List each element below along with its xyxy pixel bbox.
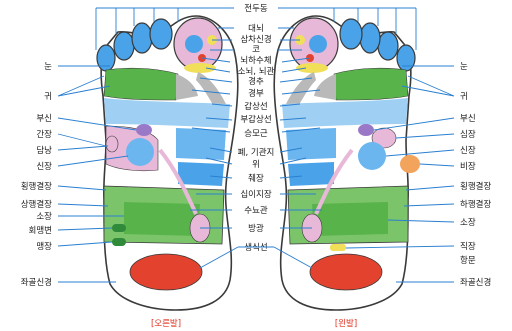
label-gallbladder: 담낭 — [36, 145, 52, 156]
label-stomach: 위 — [252, 160, 260, 170]
label-cerebellum-brainstem: 소뇌, 뇌관 — [238, 66, 275, 77]
label-trapezius: 승모근 — [244, 129, 268, 139]
left-rectum-zone — [330, 244, 346, 251]
label-sciatic-nerve-right-foot: 좌골신경 — [21, 277, 52, 288]
right-third-toe — [132, 23, 152, 53]
label-spleen: 비장 — [460, 161, 476, 172]
left-side-labels: 눈 귀 부신 간장 담낭 신장 횡행결장 상행결장 소장 회맹변 맹장 좌골신경 — [21, 62, 52, 288]
left-pancreas-zone — [288, 162, 334, 186]
right-cecum-zone — [112, 238, 126, 246]
left-eye-ear-zone — [334, 68, 408, 100]
label-trigeminal-nerve: 삼차신경 — [240, 34, 271, 45]
label-transverse-colon-right-foot: 횡행결장 — [21, 181, 52, 192]
label-ear-right-foot: 귀 — [44, 91, 52, 102]
label-gonads: 생식선 — [244, 242, 267, 253]
caption-left-foot: [왼발] — [335, 318, 357, 329]
caption-right-foot: [오른발] — [151, 318, 181, 329]
label-ear-left-foot: 귀 — [460, 91, 468, 102]
label-kidney-left-foot: 신장 — [460, 145, 476, 156]
right-side-labels: 눈 귀 부신 심장 신장 비장 횡행결장 하행결장 소장 직장 항문 좌골신경 — [460, 62, 491, 288]
label-transverse-colon-left-foot: 횡행결장 — [460, 181, 491, 192]
left-second-toe — [340, 19, 362, 49]
label-anus: 항문 — [460, 256, 476, 266]
label-duodenum: 십이지장 — [240, 189, 271, 200]
left-small-intestine-zone — [312, 202, 388, 236]
label-kidney-right-foot: 신장 — [36, 161, 52, 172]
right-adrenal-zone — [136, 124, 152, 136]
label-nose: 코 — [252, 45, 260, 55]
right-brain-zone — [185, 35, 203, 53]
label-ascending-colon: 상행결장 — [21, 199, 52, 210]
label-cecum: 맹장 — [36, 241, 52, 252]
left-stomach-zone — [286, 128, 336, 160]
label-pancreas: 췌장 — [248, 173, 264, 184]
label-frontal-sinus: 전두동 — [244, 3, 268, 14]
left-spleen-zone — [400, 155, 420, 173]
label-eye-left-foot: 눈 — [460, 62, 468, 72]
right-small-intestine-zone — [124, 202, 200, 236]
right-eye-ear-zone — [104, 68, 178, 100]
right-ileocecal-zone — [112, 224, 126, 232]
label-heart: 심장 — [460, 129, 476, 140]
right-little-toe — [97, 45, 115, 71]
label-descending-colon: 하행결장 — [460, 199, 491, 210]
label-ileocecal-valve: 회맹변 — [29, 225, 52, 236]
label-pituitary: 뇌하수체 — [240, 55, 271, 66]
right-gonad-zone — [130, 254, 202, 290]
label-thyroid: 갑상선 — [244, 101, 267, 112]
label-bladder: 방광 — [248, 223, 264, 234]
label-liver: 간장 — [36, 129, 52, 140]
label-sciatic-nerve-left-foot: 좌골신경 — [460, 277, 491, 288]
label-small-intestine-right-foot: 소장 — [36, 211, 52, 222]
label-adrenal-right-foot: 부신 — [36, 114, 52, 124]
right-stomach-zone — [176, 128, 226, 160]
left-cerebellum-zone — [296, 63, 328, 73]
left-brain-zone — [309, 35, 327, 53]
label-small-intestine-left-foot: 소장 — [460, 217, 476, 228]
label-cerebrum: 대뇌 — [248, 24, 264, 34]
label-parathyroid: 부갑상선 — [240, 114, 271, 125]
left-gonad-zone — [310, 254, 382, 290]
label-ureter: 수뇨관 — [244, 205, 268, 216]
label-neck: 경부 — [248, 88, 264, 99]
left-kidney-zone — [358, 142, 386, 170]
center-labels: 전두동 대뇌 삼차신경 코 뇌하수체 소뇌, 뇌관 경추 경부 갑상선 부갑상선… — [238, 3, 275, 253]
left-fourth-toe — [378, 32, 398, 60]
right-second-toe — [150, 19, 172, 49]
right-pancreas-zone — [178, 162, 224, 186]
label-lungs-bronchi: 폐, 기관지 — [238, 147, 275, 158]
left-little-toe — [397, 45, 415, 71]
left-third-toe — [360, 23, 380, 53]
left-adrenal-zone — [358, 124, 374, 136]
right-kidney-zone — [126, 138, 154, 166]
right-gallbladder-zone — [106, 136, 118, 152]
right-cerebellum-zone — [184, 63, 216, 73]
right-fourth-toe — [114, 32, 134, 60]
label-adrenal-left-foot: 부신 — [460, 114, 476, 124]
label-rectum: 직장 — [460, 241, 476, 252]
label-cervical-spine: 경추 — [248, 76, 264, 87]
label-eye-right-foot: 눈 — [44, 62, 52, 72]
